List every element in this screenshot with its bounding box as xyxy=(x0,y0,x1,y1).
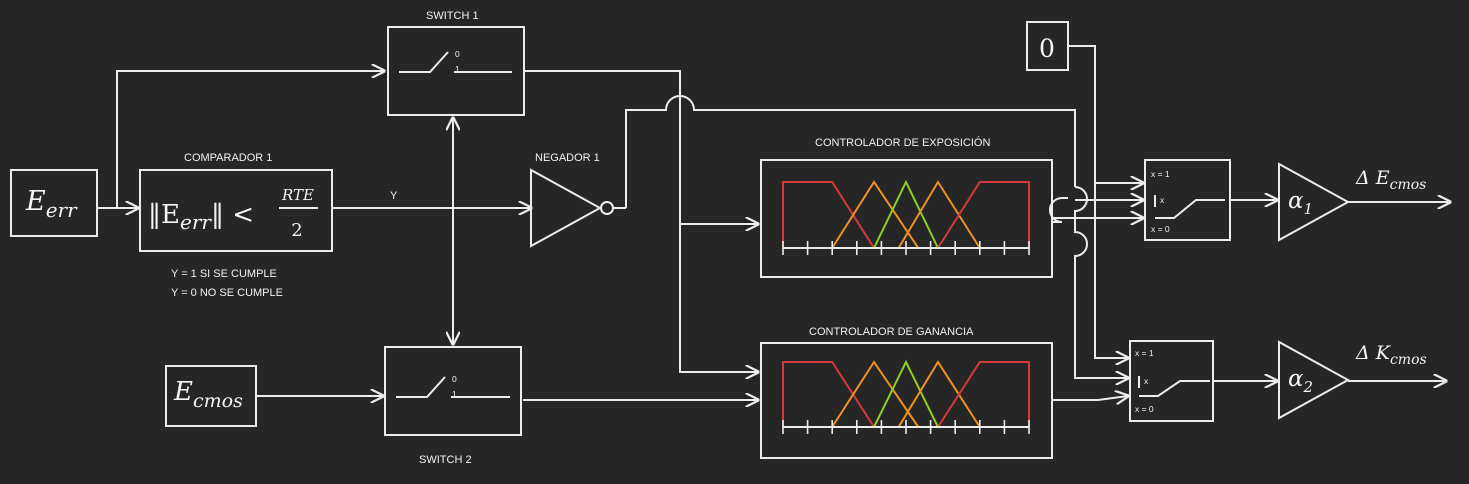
comparador-block: ‖Eerr‖ < RTE 2 xyxy=(139,169,333,252)
membership-function-4 xyxy=(897,360,981,428)
switch1-title: SWITCH 1 xyxy=(426,10,479,22)
y-signal-label: Y xyxy=(390,190,398,202)
ganancia-membership-functions xyxy=(782,359,1030,434)
ganancia-controller xyxy=(760,342,1053,459)
svg-text:Ecmos: Ecmos xyxy=(173,377,243,412)
svg-text:0: 0 xyxy=(452,374,457,384)
comparator-numerator: RTE xyxy=(281,186,314,204)
membership-function-5 xyxy=(937,361,1030,428)
exposicion-title: CONTROLADOR DE EXPOSICIÓN xyxy=(815,136,990,149)
constant-zero-block: 0 xyxy=(1026,21,1069,71)
selector2-block: x = 1 x x = 0 xyxy=(1129,340,1214,422)
delta-k-output-label: Δ Kcmos xyxy=(1355,342,1427,368)
svg-text:0: 0 xyxy=(455,49,460,59)
svg-text:x: x xyxy=(1160,195,1165,205)
svg-text:x = 1: x = 1 xyxy=(1135,348,1154,358)
gain2-block: α2 xyxy=(1278,340,1351,420)
svg-text:α2: α2 xyxy=(1288,366,1313,396)
wire-exp-loop xyxy=(1049,197,1068,223)
comparator-denominator: 2 xyxy=(291,220,302,241)
comparator-lhs: ‖Eerr‖ < xyxy=(148,200,254,234)
wire-ganancia-to-selector2 xyxy=(1052,396,1128,400)
wire-err-to-switch1 xyxy=(116,71,384,208)
condition-true: Y = 1 SI SE CUMPLE xyxy=(171,268,277,280)
svg-text:0: 0 xyxy=(1039,34,1055,63)
svg-text:α1: α1 xyxy=(1288,188,1313,218)
delta-e-output-label: Δ Ecmos xyxy=(1355,167,1426,193)
membership-function-1 xyxy=(782,361,875,428)
negador-title: NEGADOR 1 xyxy=(535,152,600,164)
svg-text:1: 1 xyxy=(452,389,457,399)
gain1-block: α1 xyxy=(1278,162,1351,242)
condition-false: Y = 0 NO SE CUMPLE xyxy=(171,287,283,299)
e-err-block: Eerr xyxy=(10,169,98,237)
membership-function-4 xyxy=(897,180,981,249)
wire-zero-to-selector2 xyxy=(1068,45,1128,358)
membership-function-1 xyxy=(782,181,875,249)
switch2-title: SWITCH 2 xyxy=(419,454,472,466)
selector1-block: x = 1 x x = 0 xyxy=(1144,159,1231,241)
wire-negador-output xyxy=(625,95,1076,208)
svg-text:x: x xyxy=(1144,376,1149,386)
svg-text:1: 1 xyxy=(455,64,460,74)
wire-negador-to-selector2 xyxy=(1074,186,1128,378)
signal-wires xyxy=(97,45,1450,400)
membership-function-2 xyxy=(831,180,920,249)
exposicion-controller xyxy=(760,159,1053,278)
wire-switch1-to-exposicion xyxy=(525,70,758,224)
ganancia-title: CONTROLADOR DE GANANCIA xyxy=(809,326,974,338)
wire-switch1-to-ganancia xyxy=(679,224,758,372)
svg-text:x = 0: x = 0 xyxy=(1135,404,1154,414)
switch2-block: 0 1 xyxy=(384,346,522,436)
exposicion-membership-functions xyxy=(782,179,1030,255)
e-cmos-block: Ecmos xyxy=(165,365,257,427)
comparador-title: COMPARADOR 1 xyxy=(184,152,272,164)
svg-text:Eerr: Eerr xyxy=(25,186,78,222)
svg-text:x = 1: x = 1 xyxy=(1151,169,1170,179)
membership-function-2 xyxy=(831,360,920,428)
membership-function-3 xyxy=(873,179,939,249)
svg-text:x = 0: x = 0 xyxy=(1151,224,1170,234)
membership-function-5 xyxy=(937,181,1030,249)
switch1-block: 0 1 xyxy=(387,26,525,116)
negador-block xyxy=(530,168,626,248)
membership-function-3 xyxy=(873,359,939,428)
